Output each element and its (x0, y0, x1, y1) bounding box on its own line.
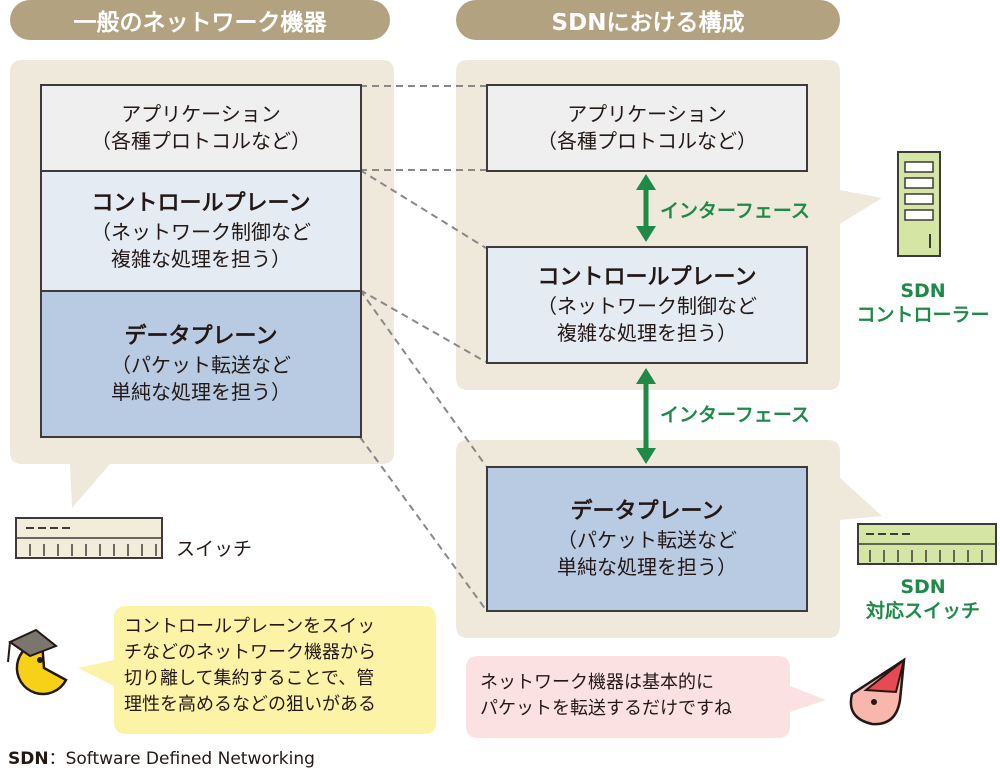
left-application-box: アプリケーション （各種プロトコルなど） (40, 84, 362, 172)
yellow-bubble-text: コントロールプレーンをスイッ チなどのネットワーク機器から 切り離して集約するこ… (124, 614, 430, 718)
left-data-line1: （パケット転送など (111, 352, 291, 377)
sdn-controller-icon (897, 151, 941, 257)
footnote-text: ：Software Defined Networking (48, 749, 315, 769)
pink-bubble-line1: ネットワーク機器は基本的に (480, 672, 714, 693)
switch-label: スイッチ (176, 538, 253, 560)
right-data-line1: （パケット転送など (557, 527, 737, 552)
left-data-plane-box: データプレーン （パケット転送など 単純な処理を担う） (40, 290, 362, 438)
yellow-mascot-icon (7, 628, 68, 696)
right-app-line2: （各種プロトコルなど） (537, 129, 757, 153)
right-header: SDNにおける構成 (456, 0, 840, 40)
right-data-title: データプレーン (570, 499, 724, 525)
sdn-controller-label: SDN コントローラー (848, 280, 998, 328)
interface-label-1: インターフェース (660, 200, 810, 222)
right-ctl-title: コントロールプレーン (537, 265, 757, 291)
sdn-controller-line1: SDN (900, 280, 946, 302)
pink-mascot-icon (849, 657, 906, 726)
sdn-controller-line2: コントローラー (856, 303, 990, 326)
left-header: 一般のネットワーク機器 (10, 0, 390, 40)
switch-icon (15, 517, 163, 559)
right-ctl-line2: 複雑な処理を担う） (557, 320, 737, 345)
left-ctl-line2: 複雑な処理を担う） (111, 246, 291, 271)
left-data-title: データプレーン (124, 324, 278, 350)
yellow-bubble-shape (78, 606, 436, 734)
yellow-bubble-line2: チなどのネットワーク機器から (124, 642, 376, 664)
sdn-switch-label: SDN 対応スイッチ (848, 576, 998, 624)
sdn-switch-line2: 対応スイッチ (865, 599, 980, 622)
left-ctl-title: コントロールプレーン (91, 191, 311, 217)
pink-bubble-text: ネットワーク機器は基本的に パケットを転送するだけですね (480, 670, 780, 722)
left-data-line2: 単純な処理を担う） (111, 379, 291, 404)
right-data-line2: 単純な処理を担う） (557, 554, 737, 579)
pink-bubble-line2: パケットを転送するだけですね (480, 698, 732, 720)
yellow-bubble-line1: コントロールプレーンをスイッ (124, 616, 376, 637)
yellow-bubble-line3: 切り離して集約することで、管 (124, 668, 375, 690)
right-app-line1: アプリケーション (567, 102, 727, 126)
interface-arrow-2 (636, 368, 656, 464)
right-data-plane-box: データプレーン （パケット転送など 単純な処理を担う） (486, 466, 808, 612)
right-ctl-line1: （ネットワーク制御など (537, 293, 757, 318)
right-application-box: アプリケーション （各種プロトコルなど） (486, 84, 808, 172)
interface-label-2: インターフェース (660, 404, 810, 426)
pink-bubble-shape (466, 656, 826, 738)
left-app-line1: アプリケーション (121, 102, 281, 126)
footnote-abbr: SDN (8, 749, 49, 769)
right-control-plane-box: コントロールプレーン （ネットワーク制御など 複雑な処理を担う） (486, 246, 808, 364)
left-control-plane-box: コントロールプレーン （ネットワーク制御など 複雑な処理を担う） (40, 170, 362, 292)
footnote: SDN：Software Defined Networking (8, 744, 315, 769)
left-app-line2: （各種プロトコルなど） (91, 129, 311, 153)
left-ctl-line1: （ネットワーク制御など (91, 219, 311, 244)
interface-arrow-1 (636, 174, 656, 242)
sdn-switch-line1: SDN (900, 576, 946, 598)
sdn-switch-icon (857, 523, 997, 565)
yellow-bubble-line4: 理性を高めるなどの狙いがある (124, 694, 376, 716)
dashed-connectors (359, 85, 487, 611)
